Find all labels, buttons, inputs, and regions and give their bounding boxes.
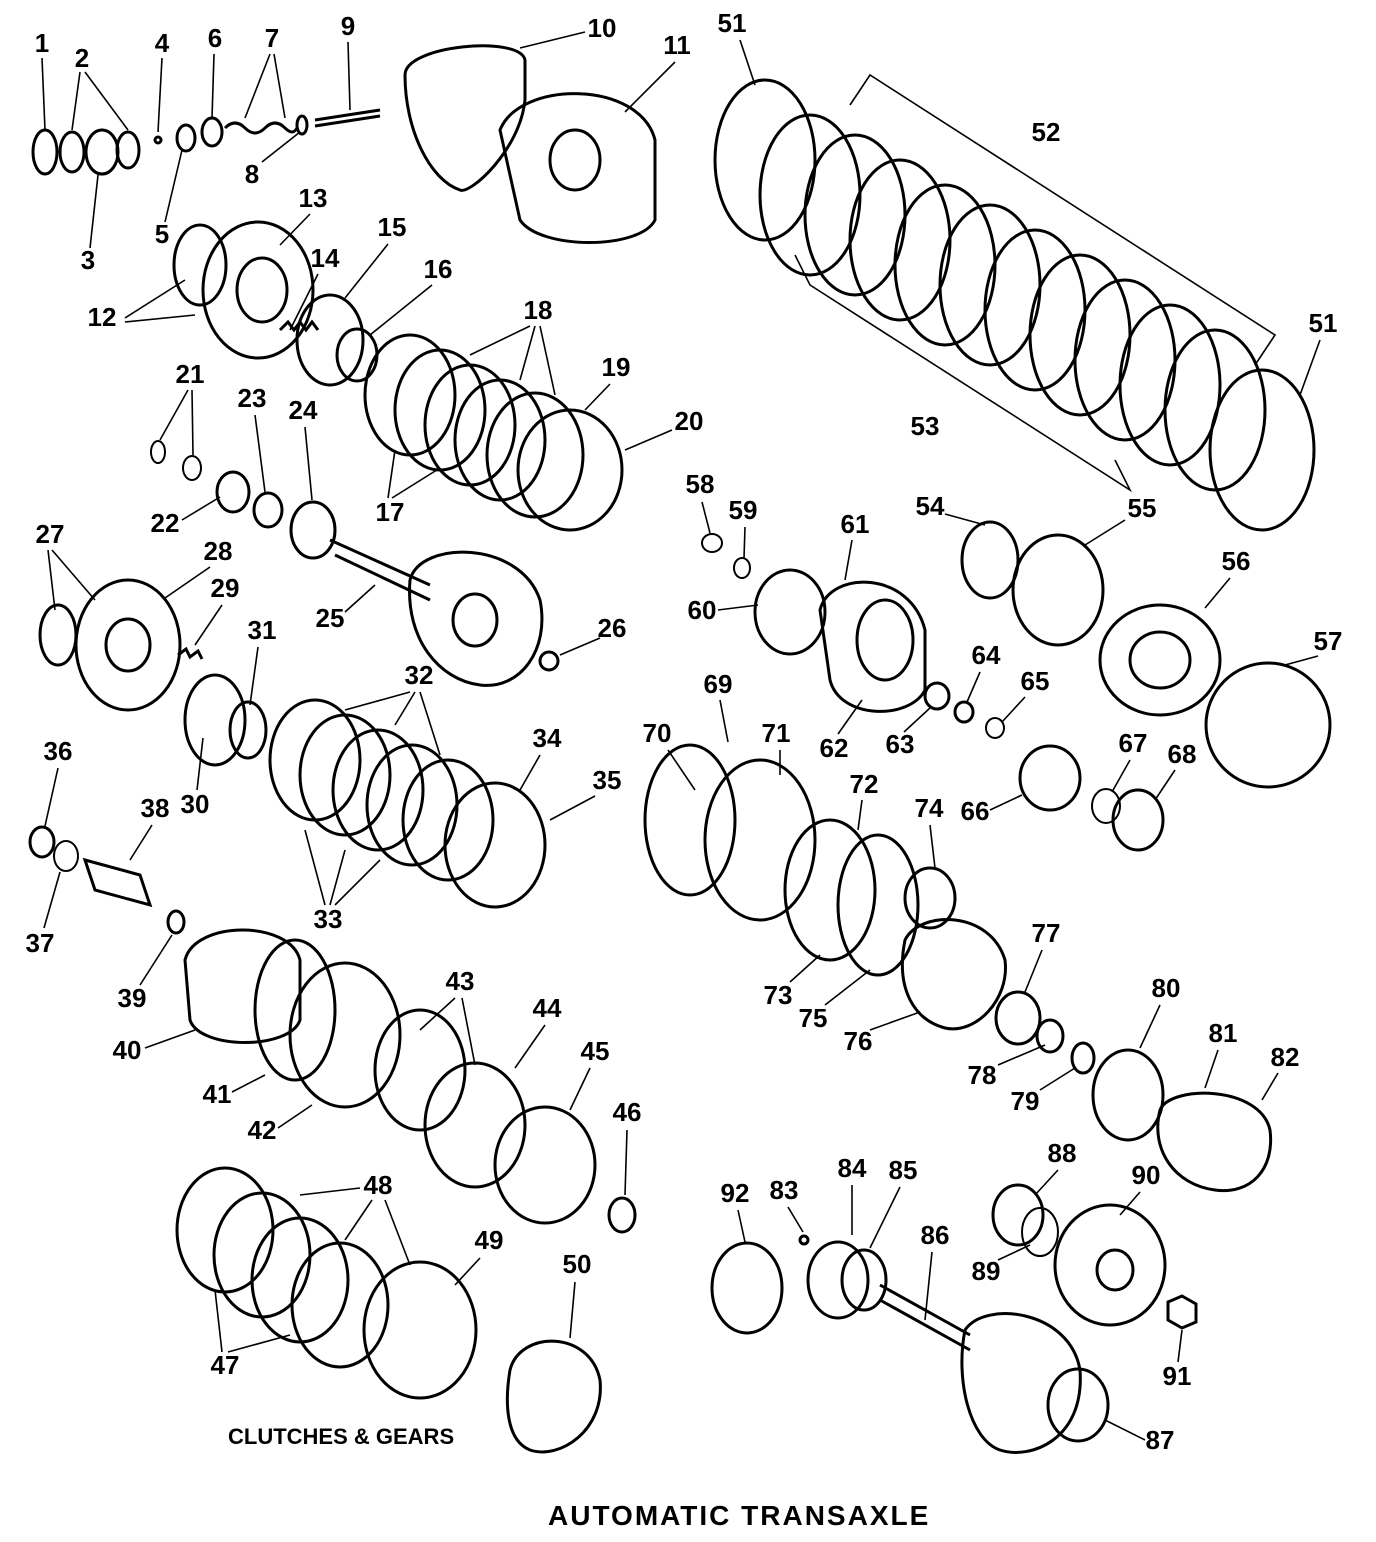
callout-51-right: 51 [1309,308,1338,338]
callout-30: 30 [181,789,210,819]
callout-52: 52 [1032,117,1061,147]
callout-36: 36 [44,736,73,766]
callout-48: 48 [364,1170,393,1200]
callout-24: 24 [289,395,318,425]
callout-76: 76 [844,1026,873,1056]
callout-8: 8 [245,159,259,189]
callout-6: 6 [208,23,222,53]
callout-18: 18 [524,295,553,325]
callout-57: 57 [1314,626,1343,656]
callout-68: 68 [1168,739,1197,769]
callout-83: 83 [770,1175,799,1205]
callout-44: 44 [533,993,562,1023]
callout-39: 39 [118,983,147,1013]
callout-11: 11 [663,30,691,60]
callout-62: 62 [820,733,849,763]
leader-lines [41,31,1321,1441]
callout-63: 63 [886,729,915,759]
callout-49: 49 [475,1225,504,1255]
callout-26: 26 [598,613,627,643]
callout-56: 56 [1222,546,1251,576]
callout-42: 42 [248,1115,277,1145]
callout-64: 64 [972,640,1001,670]
callout-28: 28 [204,536,233,566]
callout-72: 72 [850,769,879,799]
callout-46: 46 [613,1097,642,1127]
callout-73: 73 [764,980,793,1010]
callout-50: 50 [563,1249,592,1279]
callout-12: 12 [88,302,117,332]
callout-51-top: 51 [718,8,747,38]
callout-82: 82 [1271,1042,1300,1072]
callout-2: 2 [75,43,89,73]
callout-9: 9 [341,11,355,41]
callout-75: 75 [799,1003,828,1033]
callout-89: 89 [972,1256,1001,1286]
callout-27: 27 [36,519,65,549]
callout-80: 80 [1152,973,1181,1003]
callout-17: 17 [376,497,405,527]
callout-7: 7 [265,23,279,53]
callout-66: 66 [961,796,990,826]
callout-45: 45 [581,1036,610,1066]
callout-labels: 1 2 3 4 5 6 7 8 9 10 11 12 13 14 15 16 1… [26,8,1343,1455]
callout-16: 16 [424,254,453,284]
callout-20: 20 [675,406,704,436]
callout-78: 78 [968,1060,997,1090]
callout-23: 23 [238,383,267,413]
callout-25: 25 [316,603,345,633]
callout-85: 85 [889,1155,918,1185]
part-outlines [28,44,1332,1454]
callout-3: 3 [81,245,95,275]
callout-69: 69 [704,669,733,699]
callout-35: 35 [593,765,622,795]
callout-90: 90 [1132,1160,1161,1190]
callout-84: 84 [838,1153,867,1183]
callout-74: 74 [915,793,944,823]
callout-71: 71 [762,718,791,748]
callout-65: 65 [1021,666,1050,696]
callout-14: 14 [311,243,340,273]
callout-32: 32 [405,660,434,690]
callout-88: 88 [1048,1138,1077,1168]
callout-67: 67 [1119,728,1148,758]
callout-55: 55 [1128,493,1157,523]
callout-81: 81 [1209,1018,1238,1048]
callout-33: 33 [314,904,343,934]
callout-40: 40 [113,1035,142,1065]
callout-22: 22 [151,508,180,538]
callout-47: 47 [211,1350,240,1380]
callout-41: 41 [203,1079,232,1109]
diagram-title: AUTOMATIC TRANSAXLE [548,1500,931,1531]
callout-43: 43 [446,966,475,996]
callout-70: 70 [643,718,672,748]
callout-34: 34 [533,723,562,753]
callout-15: 15 [378,212,407,242]
callout-1: 1 [35,28,49,58]
callout-91: 91 [1163,1361,1192,1391]
callout-21: 21 [176,359,205,389]
callout-13: 13 [299,183,328,213]
callout-37: 37 [26,928,55,958]
callout-86: 86 [921,1220,950,1250]
callout-59: 59 [729,495,758,525]
callout-58: 58 [686,469,715,499]
callout-79: 79 [1011,1086,1040,1116]
callout-87: 87 [1146,1425,1175,1455]
callout-92: 92 [721,1178,750,1208]
callout-5: 5 [155,219,169,249]
callout-77: 77 [1032,918,1061,948]
callout-4: 4 [155,28,170,58]
subcaption-clutches-gears: CLUTCHES & GEARS [228,1424,455,1449]
callout-60: 60 [688,595,717,625]
callout-61: 61 [841,509,870,539]
callout-10: 10 [588,13,617,43]
callout-29: 29 [211,573,240,603]
callout-53: 53 [911,411,940,441]
callout-31: 31 [248,615,277,645]
callout-38: 38 [141,793,170,823]
callout-54: 54 [916,491,945,521]
callout-19: 19 [602,352,631,382]
